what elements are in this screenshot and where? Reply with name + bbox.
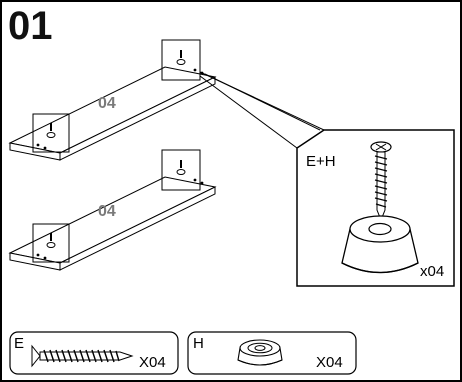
- parts-list-item-e: E X04: [9, 331, 179, 375]
- detail-box-bottom-left: [32, 223, 70, 263]
- hole-icon: [193, 178, 197, 182]
- board-bottom-label: 04: [98, 203, 116, 220]
- parts-list-e-letter: E: [14, 335, 24, 352]
- screw-icon: [370, 141, 392, 222]
- foot-pad-icon: [176, 50, 186, 65]
- screw-icon: [31, 344, 134, 368]
- board-bottom: 04: [8, 149, 217, 271]
- detail-box-bottom-right: [161, 149, 201, 191]
- callout-leader-lines: [199, 71, 325, 149]
- hole-icon: [43, 146, 47, 150]
- foot-pad-icon: [46, 123, 56, 138]
- callout-panel: E+H x04: [296, 129, 455, 287]
- callout-quantity: x04: [420, 263, 444, 280]
- parts-list-item-h: H X04: [187, 331, 357, 375]
- step-number: 01: [8, 4, 53, 48]
- foot-pad-icon: [176, 160, 186, 175]
- foot-pad-icon: [237, 339, 283, 366]
- hole-icon: [193, 68, 197, 72]
- parts-list-h-letter: H: [193, 335, 204, 352]
- detail-box-top-right: [161, 39, 201, 81]
- callout-parts-label: E+H: [306, 153, 336, 170]
- board-top-label: 04: [98, 95, 116, 112]
- hole-icon: [36, 143, 40, 147]
- foot-pad-icon: [46, 233, 56, 248]
- foot-pad-icon: [341, 215, 419, 274]
- parts-list-e-quantity: X04: [139, 354, 166, 371]
- hole-icon: [43, 256, 47, 260]
- parts-list-h-quantity: X04: [316, 354, 343, 371]
- hole-icon: [36, 253, 40, 257]
- hole-icon: [200, 181, 204, 185]
- board-top: 04: [8, 39, 217, 161]
- detail-box-top-left: [32, 113, 70, 153]
